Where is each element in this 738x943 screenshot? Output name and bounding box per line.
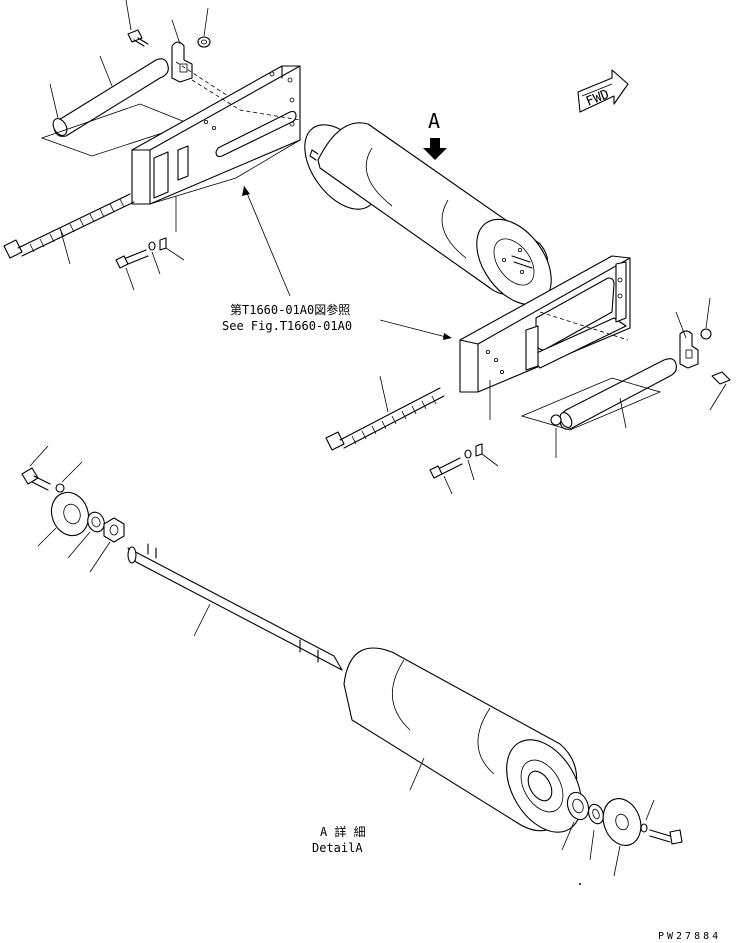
fwd-direction-arrow: FWD <box>577 69 629 113</box>
left-frame-assembly <box>3 0 301 291</box>
adjusting-screw-right <box>325 375 445 451</box>
roller-lower <box>343 647 582 833</box>
clamp-bracket-right <box>675 297 731 411</box>
detail-right-parts <box>561 791 683 885</box>
figure-code: PW27884 <box>658 931 721 942</box>
detail-label-jp: A 詳 細 <box>320 824 366 839</box>
view-arrow-a: A <box>423 109 447 160</box>
frame-left <box>131 61 301 232</box>
detail-a-assembly: A 詳 細 DetailA <box>21 445 683 885</box>
roller-shaft <box>127 543 343 671</box>
detail-left-parts <box>21 445 125 573</box>
adjusting-screw-left <box>3 193 135 265</box>
small-bolt-top <box>125 0 149 47</box>
view-arrow-label: A <box>428 109 440 133</box>
reference-label-en: See Fig.T1660-01A0 <box>222 319 352 333</box>
roller-upper <box>304 122 552 306</box>
nut-top <box>197 7 211 48</box>
detail-label-en: DetailA <box>312 841 363 855</box>
guard-tube-right <box>520 358 677 458</box>
right-frame-assembly <box>325 255 731 495</box>
reference-note: 第T1660-01A0図参照 See Fig.T1660-01A0 <box>222 185 452 340</box>
bolt-right-bottom <box>429 443 499 495</box>
frame-right <box>459 255 631 420</box>
clamp-bracket-top <box>171 19 193 83</box>
reference-label-jp: 第T1660-01A0図参照 <box>230 302 350 317</box>
bolt-left-bottom <box>115 237 185 291</box>
